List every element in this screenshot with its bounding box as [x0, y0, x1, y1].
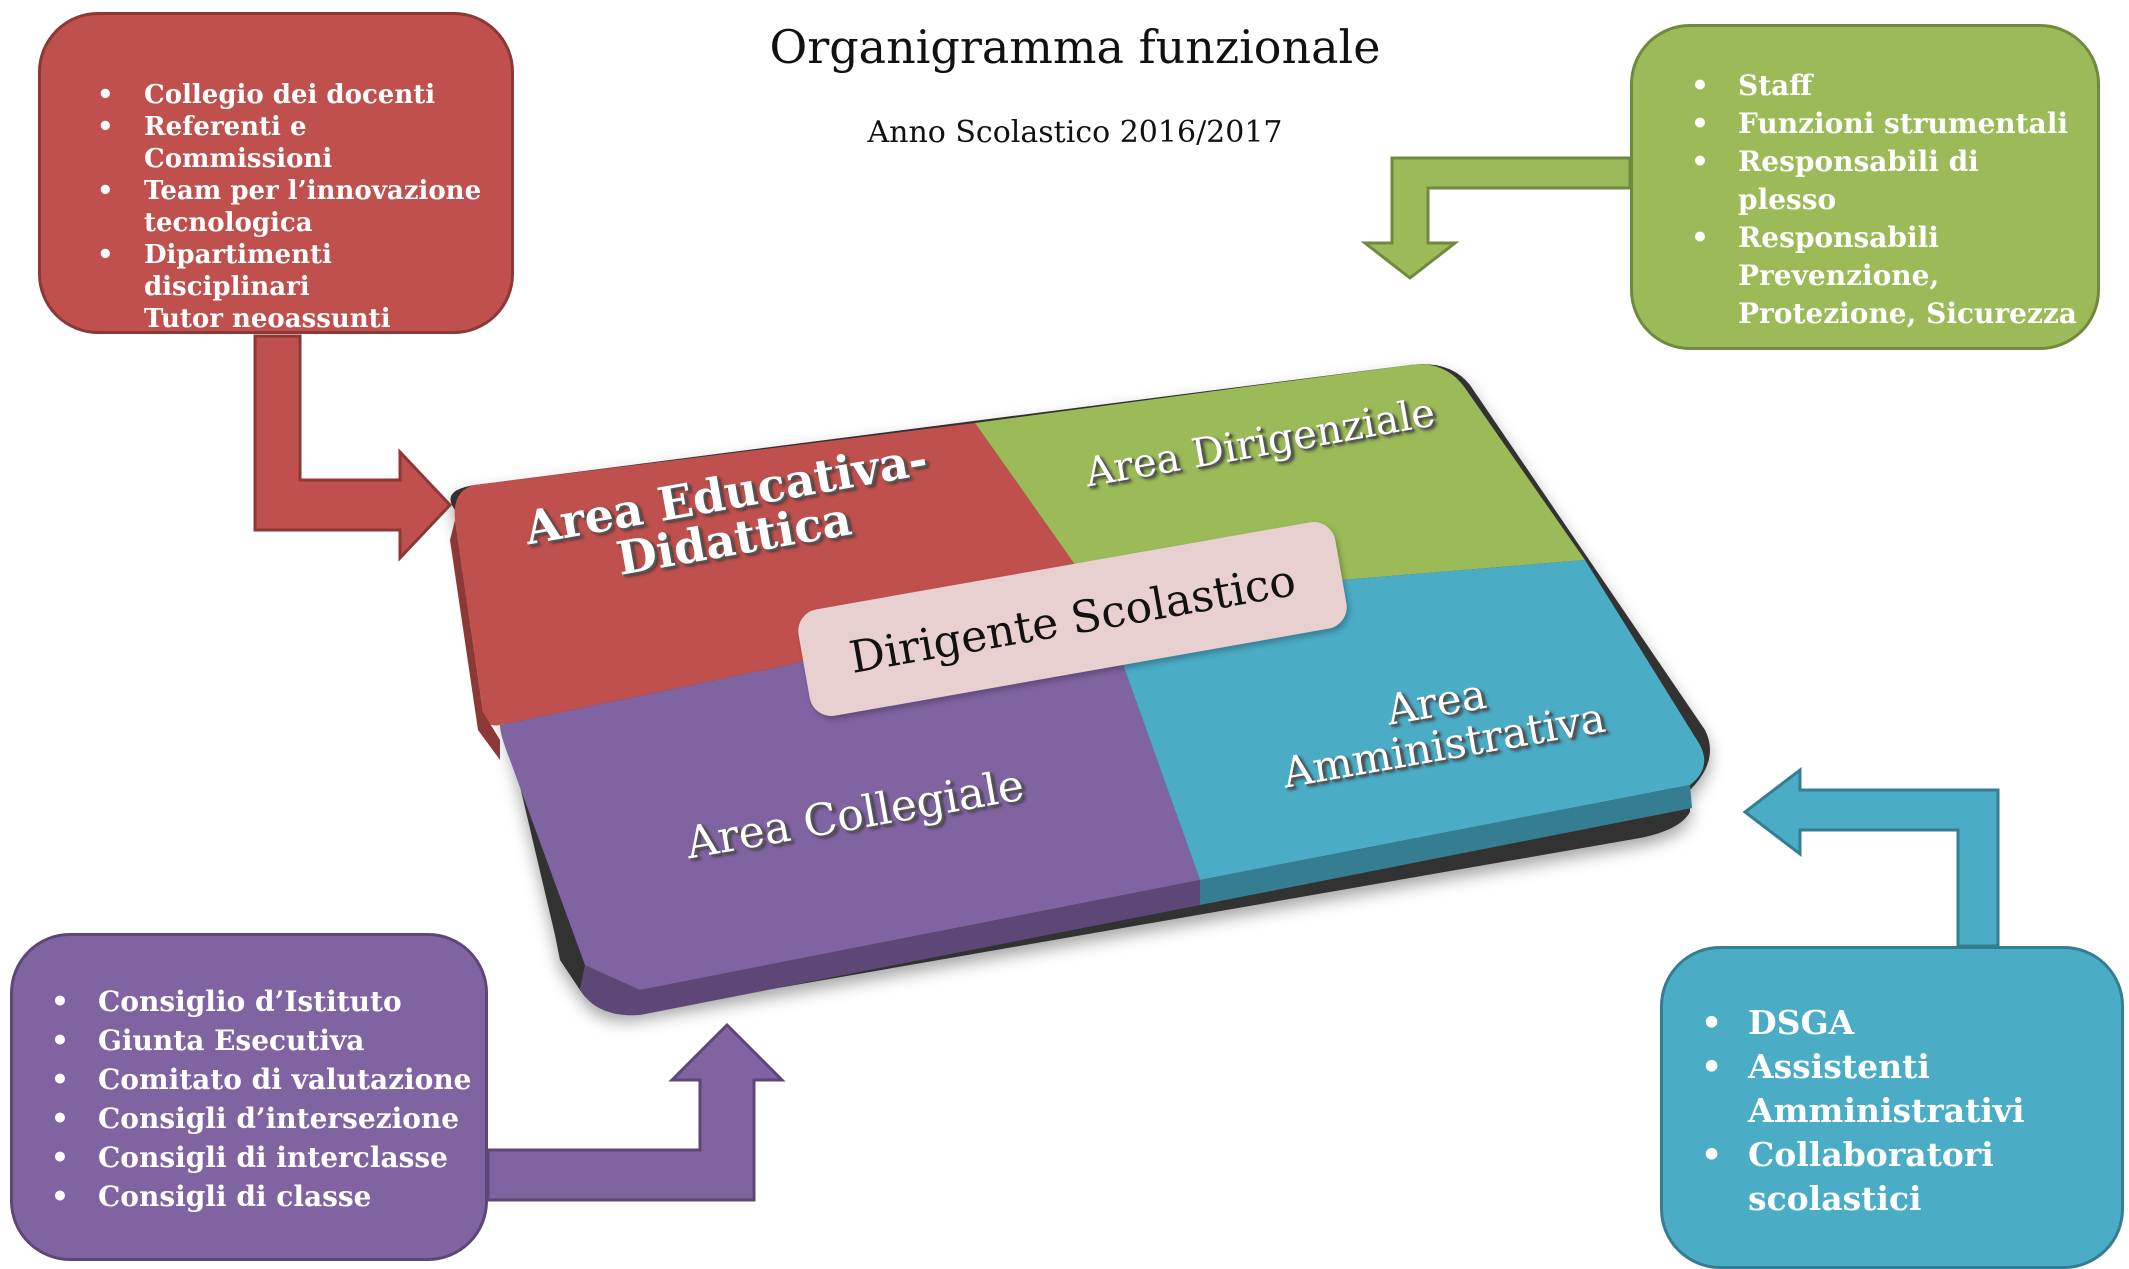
educativa-list: Collegio dei docenti Referenti e Commiss…	[89, 79, 491, 303]
list-item: Giunta Esecutiva	[43, 1021, 475, 1060]
list-item-continued: Tutor neoassunti	[144, 304, 391, 334]
list-item: Team per l’innovazione tecnologica	[89, 175, 491, 239]
collegiale-list: Consiglio d’Istituto Giunta Esecutiva Co…	[43, 982, 475, 1216]
list-item: Consigli d’intersezione	[43, 1099, 475, 1138]
list-item: Dipartimenti disciplinari	[89, 239, 491, 303]
arrow-purple	[486, 1022, 786, 1202]
arrow-red	[253, 334, 453, 562]
arrow-green	[1360, 156, 1632, 280]
list-item: DSGA	[1693, 1001, 2111, 1045]
list-item: Comitato di valutazione	[43, 1060, 475, 1099]
arrow-blue	[1742, 766, 2000, 948]
edge-blue	[1200, 785, 1692, 905]
dirigenziale-list: Staff Funzioni strumentali Responsabili …	[1683, 67, 2079, 333]
list-item: Consigli di classe	[43, 1177, 475, 1216]
quadrant-educativa	[454, 423, 1101, 726]
list-item: Responsabili di plesso	[1683, 143, 2079, 219]
diagram-title: Organigramma funzionale	[769, 20, 1381, 74]
edge-red	[450, 520, 500, 760]
list-item: Collaboratori scolastici	[1693, 1133, 2111, 1221]
box-collegiale: Consiglio d’Istituto Giunta Esecutiva Co…	[10, 933, 488, 1261]
list-item: Assistenti Amministrativi	[1693, 1045, 2111, 1133]
list-item: Referenti e Commissioni	[89, 111, 491, 175]
list-item: Staff	[1683, 67, 2079, 105]
amministrativa-list: DSGA Assistenti Amministrativi Collabora…	[1693, 1001, 2111, 1221]
edge-purple	[580, 880, 1200, 1016]
quadrant-collegiale	[500, 600, 1200, 991]
box-dirigenziale: Staff Funzioni strumentali Responsabili …	[1630, 24, 2100, 350]
box-educativa: Collegio dei docenti Referenti e Commiss…	[38, 12, 514, 334]
list-item: Consiglio d’Istituto	[43, 982, 475, 1021]
list-item: Consigli di interclasse	[43, 1138, 475, 1177]
box-amministrativa: DSGA Assistenti Amministrativi Collabora…	[1660, 946, 2124, 1269]
list-item: Collegio dei docenti	[89, 79, 491, 111]
list-item: Responsabili Prevenzione, Protezione, Si…	[1683, 219, 2079, 333]
quadrant-dirigenziale	[975, 364, 1585, 600]
list-item: Funzioni strumentali	[1683, 105, 2079, 143]
diagram-subtitle: Anno Scolastico 2016/2017	[867, 115, 1283, 150]
